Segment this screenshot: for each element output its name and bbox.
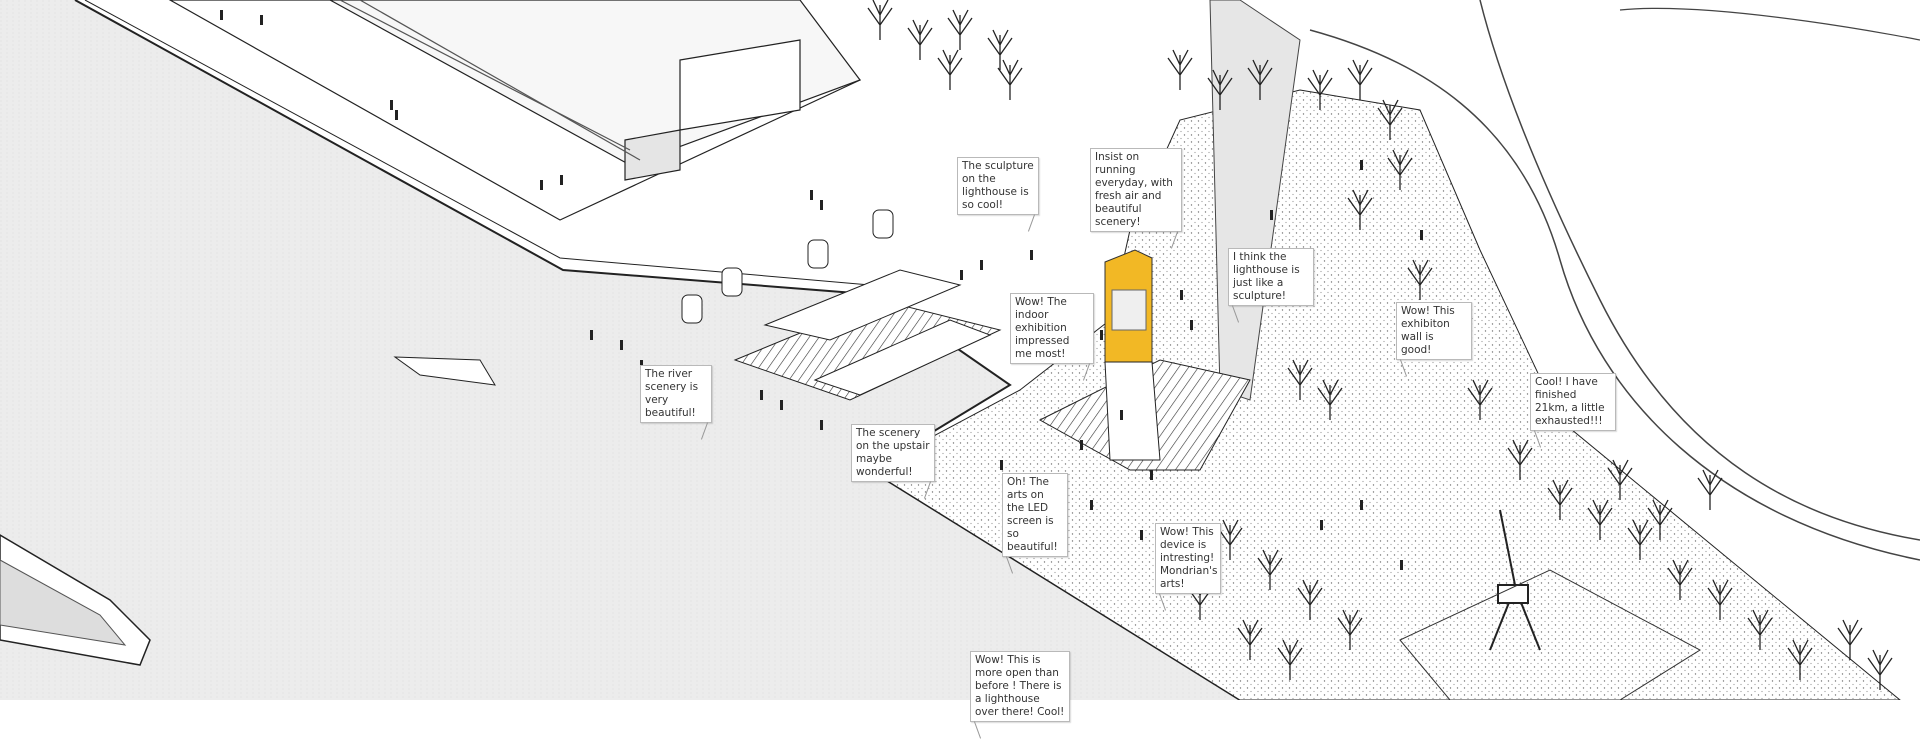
person-icon	[1360, 500, 1363, 510]
cargo-ship	[0, 534, 151, 666]
person-icon	[1140, 530, 1143, 540]
person-icon	[810, 190, 813, 200]
tree-icon	[947, 9, 973, 50]
tree-icon	[1467, 379, 1493, 420]
tree-icon	[1837, 619, 1863, 660]
comment-bubble-upstair: The scenery on the upstair maybe wonderf…	[851, 424, 935, 482]
person-icon	[1150, 470, 1153, 480]
speedboat	[393, 356, 496, 386]
tree-icon	[1647, 499, 1673, 540]
tree-icon	[937, 49, 963, 90]
tree-icon	[1257, 549, 1283, 590]
comment-bubble-21km: Cool! I have finished 21km, a little exh…	[1530, 373, 1616, 431]
comment-bubble-indoor: Wow! The indoor exhibition impressed me …	[1010, 293, 1094, 364]
tree-icon	[1297, 579, 1323, 620]
person-icon	[395, 110, 398, 120]
person-icon	[960, 270, 963, 280]
tree-icon	[1287, 359, 1313, 400]
tree-icon	[867, 0, 893, 40]
person-icon	[820, 420, 823, 430]
tree-icon	[1507, 439, 1533, 480]
lighthouse	[1104, 249, 1161, 461]
tree-icon	[1407, 259, 1433, 300]
person-icon	[780, 400, 783, 410]
person-icon	[1100, 330, 1103, 340]
tree-icon	[997, 59, 1023, 100]
tree-icon	[907, 19, 933, 60]
tree-icon	[1707, 579, 1733, 620]
tanks	[681, 209, 894, 324]
person-icon	[1360, 160, 1363, 170]
tree-icon	[1247, 59, 1273, 100]
comment-bubble-sculpture: The sculpture on the lighthouse is so co…	[957, 157, 1039, 215]
tree-icon	[1237, 619, 1263, 660]
tree-icon	[1347, 189, 1373, 230]
tree-icon	[1697, 469, 1723, 510]
person-icon	[760, 390, 763, 400]
person-icon	[980, 260, 983, 270]
comment-bubble-wall: Wow! This exhibiton wall is good!	[1396, 302, 1472, 360]
road	[1309, 29, 1920, 561]
person-icon	[1190, 320, 1193, 330]
tree-icon	[1337, 609, 1363, 650]
tree-icon	[1867, 649, 1893, 690]
tree-icon	[1627, 519, 1653, 560]
pier-pavilion	[733, 269, 1002, 401]
person-icon	[1320, 520, 1323, 530]
tree-icon	[1387, 149, 1413, 190]
person-icon	[1000, 460, 1003, 470]
person-icon	[560, 175, 563, 185]
site-drawing	[0, 0, 1920, 700]
tree-icon	[1787, 639, 1813, 680]
tree-icon	[1607, 459, 1633, 500]
tree-icon	[1547, 479, 1573, 520]
comment-bubble-river: The river scenery is very beautiful!	[640, 365, 712, 423]
tree-icon	[1317, 379, 1343, 420]
tree-icon	[1167, 49, 1193, 90]
person-icon	[260, 15, 263, 25]
tree-icon	[1747, 609, 1773, 650]
person-icon	[1270, 210, 1273, 220]
tree-icon	[1377, 99, 1403, 140]
tree-icon	[1587, 499, 1613, 540]
person-icon	[390, 100, 393, 110]
person-icon	[1120, 410, 1123, 420]
person-icon	[540, 180, 543, 190]
tree-icon	[1217, 519, 1243, 560]
person-icon	[620, 340, 623, 350]
comment-bubble-open: Wow! This is more open than before ! The…	[970, 651, 1070, 722]
person-icon	[1080, 440, 1083, 450]
person-icon	[220, 10, 223, 20]
comment-bubble-running: Insist on running everyday, with fresh a…	[1090, 148, 1182, 232]
person-icon	[1180, 290, 1183, 300]
tree-icon	[1347, 59, 1373, 100]
comment-bubble-device: Wow! This device is intresting! Mondrian…	[1155, 523, 1221, 594]
person-icon	[1400, 560, 1403, 570]
tree-icon	[987, 29, 1013, 70]
tree-icon	[1277, 639, 1303, 680]
tree-icon	[1667, 559, 1693, 600]
comment-bubble-lighthouse: I think the lighthouse is just like a sc…	[1228, 248, 1314, 306]
person-icon	[820, 200, 823, 210]
person-icon	[1420, 230, 1423, 240]
tree-icon	[1207, 69, 1233, 110]
waterfront-building	[168, 0, 862, 221]
comment-bubble-led: Oh! The arts on the LED screen is so bea…	[1002, 473, 1068, 557]
person-icon	[1030, 250, 1033, 260]
person-icon	[1090, 500, 1093, 510]
person-icon	[590, 330, 593, 340]
tree-icon	[1187, 579, 1213, 620]
tree-icon	[1307, 69, 1333, 110]
